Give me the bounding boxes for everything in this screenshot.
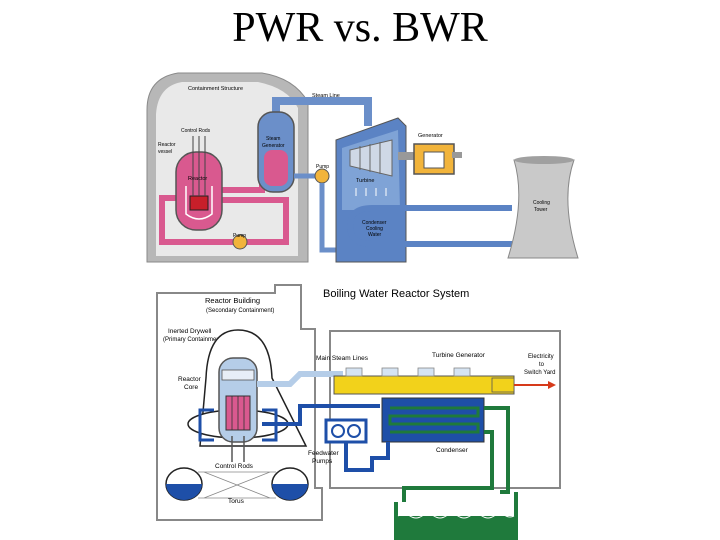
pwr-label-pump-bottom: Pump [233, 233, 246, 239]
pwr-cooling-tower [507, 159, 579, 259]
bwr-cooling-basin [394, 492, 518, 540]
bwr-cooling-water-loop [402, 406, 510, 502]
bwr-label-core-2: Core [184, 384, 198, 391]
bwr-label-building-1: Reactor Building [205, 296, 260, 305]
bwr-label-feedwater-1: Feedwater [308, 450, 340, 457]
pwr-label-cooling-tower-2: Tower [534, 207, 548, 213]
pwr-label-control-rods: Control Rods [181, 128, 211, 134]
pwr-pump-bottom [232, 234, 248, 250]
pwr-label-generator: Generator [418, 133, 443, 139]
pwr-label-turbine: Turbine [356, 178, 374, 184]
bwr-title: Boiling Water Reactor System [323, 288, 469, 300]
bwr-label-drywell-1: Inerted Drywell [168, 328, 212, 335]
pwr-label-pump-top: Pump [316, 164, 329, 170]
pwr-label-steam-generator-1: Steam [266, 136, 280, 142]
bwr-feedwater-line [262, 404, 390, 472]
bwr-turbine-generator [333, 375, 515, 395]
bwr-condenser [381, 397, 485, 443]
bwr-label-main-steam: Main Steam Lines [316, 355, 369, 362]
bwr-label-torus: Torus [228, 498, 245, 505]
bwr-label-control-rods: Control Rods [215, 463, 254, 470]
bwr-label-electricity-1: Electricity [528, 354, 554, 360]
bwr-reactor-building [156, 284, 323, 521]
bwr-condenser-coil [388, 406, 480, 434]
pwr-label-condenser-2: Cooling [366, 226, 383, 232]
bwr-label-electricity-2: to [539, 362, 545, 368]
pwr-label-cooling-tower-1: Cooling [533, 200, 550, 206]
pwr-label-reactor-vessel-2: vessel [158, 149, 172, 155]
bwr-label-condenser: Condenser [436, 447, 469, 454]
pwr-condenser-loop [346, 205, 512, 247]
pwr-pump-top [314, 168, 330, 184]
pwr-label-condenser-3: Water [368, 232, 381, 238]
pwr-diagram: Containment Structure Steam Line Control… [146, 72, 579, 263]
pwr-steam-line [272, 97, 372, 126]
bwr-label-electricity-3: Switch Yard [524, 370, 555, 376]
bwr-label-drywell-2: (Primary Containment) [163, 337, 223, 343]
pwr-label-condenser-1: Condenser [362, 220, 387, 226]
bwr-label-turbine-gen: Turbine Generator [432, 352, 486, 359]
pwr-label-reactor: Reactor [188, 176, 207, 182]
bwr-label-feedwater-2: Pumps [312, 458, 333, 465]
slide-title: PWR vs. BWR [232, 5, 488, 51]
bwr-label-core-1: Reactor [178, 376, 202, 383]
pwr-label-reactor-vessel-1: Reactor [158, 142, 176, 148]
pwr-label-steam-generator-2: Generator [262, 143, 285, 149]
pwr-label-steam-line: Steam Line [312, 93, 340, 99]
pwr-generator-shaft [398, 152, 422, 160]
bwr-label-building-2: (Secondary Containment) [206, 308, 274, 314]
bwr-diagram: Boiling Water Reactor System Reactor Bui… [156, 284, 561, 540]
pwr-label-containment: Containment Structure [188, 86, 243, 92]
